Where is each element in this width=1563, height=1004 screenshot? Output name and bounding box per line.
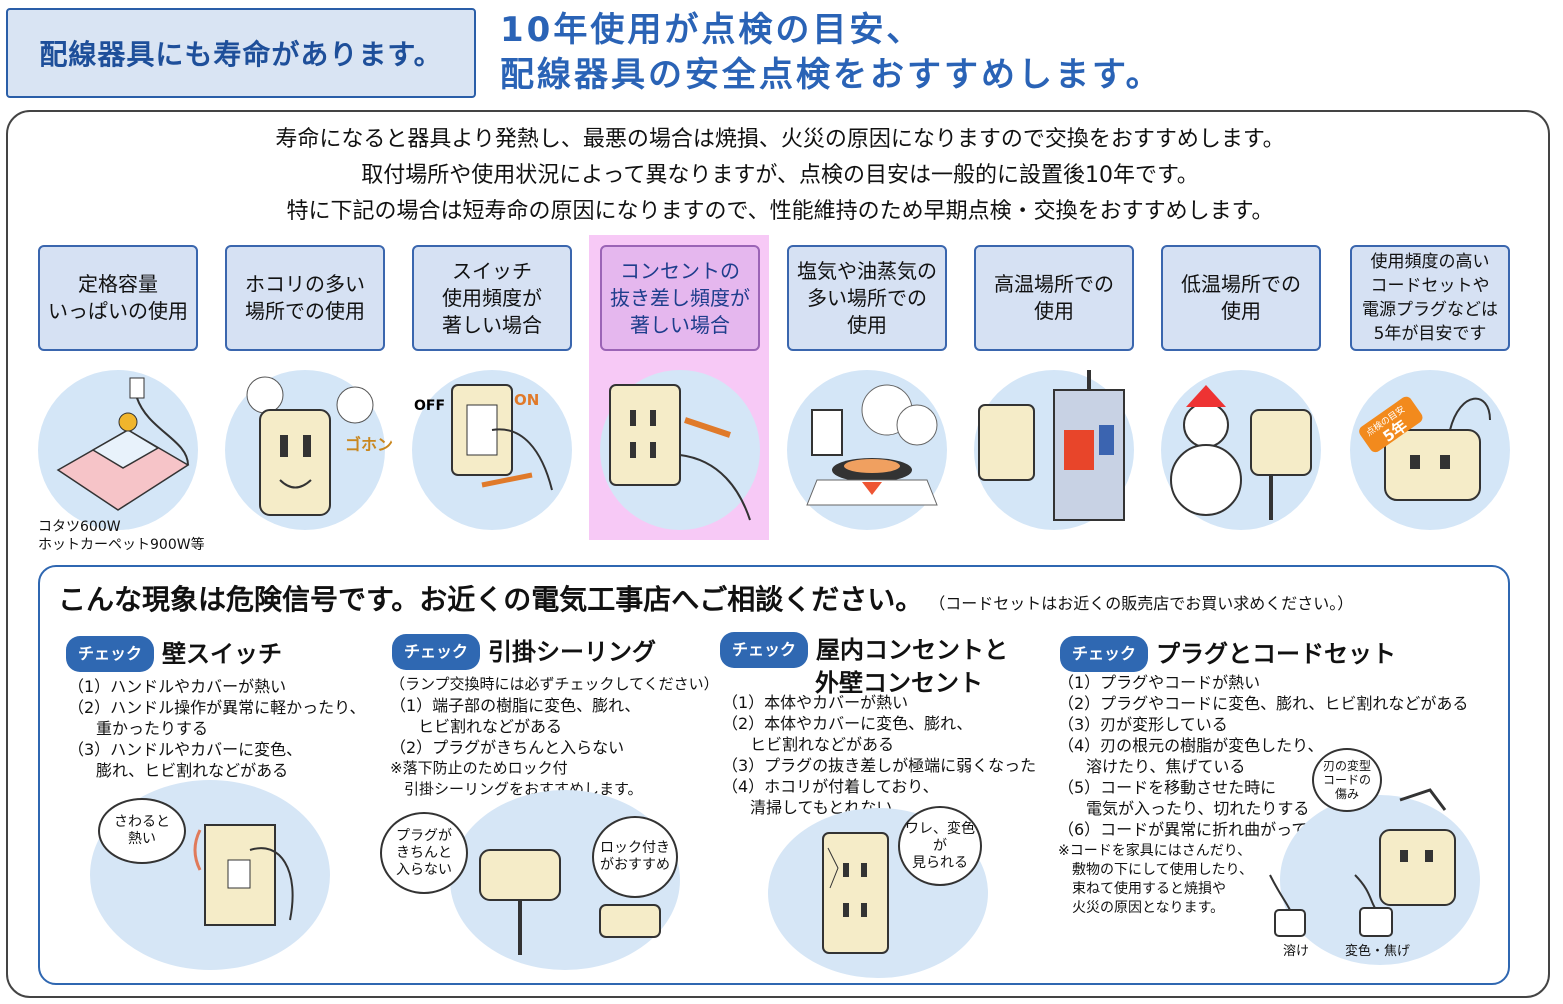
check-badge: チェック [66,636,155,672]
intro-line-2: 取付場所や使用状況によって異なりますが、点検の目安は一般的に設置後10年です。 [361,163,1199,188]
switch-drawing: OFF ON [414,384,553,491]
category-salt-oil: 塩気や油蒸気の多い場所での使用 [787,245,947,351]
intro-line-1: 寿命になると器具より発熱し、最悪の場合は焼損、火災の原因になりますので交換をおす… [275,127,1285,152]
bubble-crack-discolor: ワレ、変色が見られる [898,806,982,886]
category-high-temperature: 高温場所での使用 [974,245,1134,351]
check-badge: チェック [720,632,809,668]
plug-cord-drawing [1269,788,1456,937]
svg-text:ゴホン: ゴホン [345,435,393,454]
category-outlet-frequency: コンセントの抜き差し頻度が著しい場合 [600,245,760,351]
cord-set-drawing: 点検の目安 5年 [1359,396,1491,501]
category-low-temperature: 低温場所での使用 [1161,245,1321,351]
high-temperature-drawing [978,370,1125,521]
caption-melted: 溶け [1283,944,1310,959]
check-ceiling-heading: チェック引掛シーリング [392,634,656,670]
dusty-outlet-drawing: ゴホン [246,376,393,516]
warning-subnote: （コードセットはお近くの販売店でお買い求めください。） [937,594,1354,613]
ceiling-items: （ランプ交換時には必ずチェックしてください） （1）端子部の樹脂に変色、膨れ、 … [390,675,719,798]
svg-text:ON: ON [514,391,539,409]
check-badge: チェック [392,634,481,670]
plug-cord-note: ※コードを家具にはさんだり、 敷物の下にして使用したり、 束ねて使用すると焼損や… [1058,843,1254,916]
section-label: 配線器具にも寿命があります。 [6,8,476,98]
category-dusty-place: ホコリの多い場所での使用 [225,245,385,351]
check-outlet-heading: チェック屋内コンセントと 外壁コンセント [720,632,1008,698]
outlet-drawing [822,832,889,954]
outlet-items: （1）本体やカバーが熱い （2）本体やカバーに変色、膨れ、 ヒビ割れなどがある … [722,693,1037,817]
kotatsu-drawing [56,377,190,511]
warning-title: こんな現象は危険信号です。お近くの電気工事店へご相談ください。（コードセットはお… [58,583,1354,616]
outlet-plug-drawing [609,384,751,521]
wall-switch-drawing [193,824,294,926]
ceiling-drawing [479,849,661,955]
plug-cord-items: （1）プラグやコードが熱い （2）プラグやコードに変色、膨れ、ヒビ割れなどがある… [1058,673,1469,839]
check-plug-cord-heading: チェックプラグとコードセット [1060,636,1396,672]
kitchen-drawing [806,384,938,506]
low-temperature-drawing [1170,385,1312,520]
check-wall-switch-heading: チェック壁スイッチ [66,636,282,672]
headline: 10年使用が点検の目安、 配線器具の安全点検をおすすめします。 [500,8,1550,98]
bubble-lock-recommended: ロック付きがおすすめ [592,816,678,898]
headline-line-1: 10年使用が点検の目安、 [500,10,924,50]
category-switch-frequency: スイッチ使用頻度が著しい場合 [412,245,572,351]
wall-switch-items: （1）ハンドルやカバーが熱い （2）ハンドル操作が異常に軽かったり、 重かったり… [68,677,366,780]
bubble-hot-to-touch: さわると熱い [98,798,186,864]
bubble-plug-not-fit: プラグがきちんと入らない [380,812,468,894]
intro-text: 寿命になると器具より発熱し、最悪の場合は焼損、火災の原因になりますので交換をおす… [30,122,1530,230]
headline-line-2: 配線器具の安全点検をおすすめします。 [500,55,1163,95]
caption-discolored-burnt: 変色・焦げ [1345,944,1411,959]
kotatsu-note: コタツ600W ホットカーペット900W等 [38,519,205,553]
bubble-blade-deformed: 刃の変型コードの傷み [1312,748,1382,812]
category-rated-capacity: 定格容量いっぱいの使用 [38,245,198,351]
intro-line-3: 特に下記の場合は短寿命の原因になりますので、性能維持のため早期点検・交換をおすす… [286,199,1274,224]
svg-text:OFF: OFF [414,398,445,414]
check-badge: チェック [1060,636,1149,672]
